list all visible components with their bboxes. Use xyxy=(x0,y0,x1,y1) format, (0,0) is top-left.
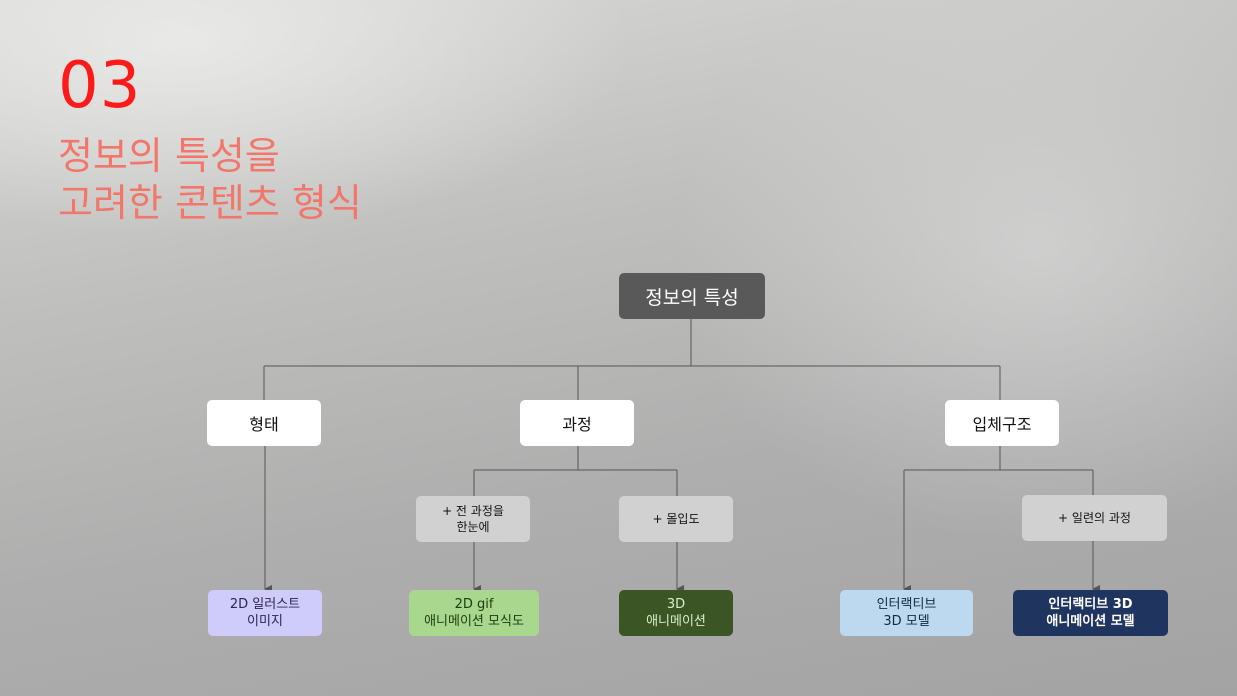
format-label-line-2: 애니메이션 xyxy=(646,614,706,629)
criterion-label-line-2: 한눈에 xyxy=(456,520,490,534)
format-node-interactive-3d-model: 인터랙티브 3D 모델 xyxy=(840,590,973,636)
category-node-3d-structure: 입체구조 xyxy=(945,400,1059,446)
category-label: 과정 xyxy=(562,415,592,434)
criterion-node-whole-process: + 전 과정을 한눈에 xyxy=(416,496,530,542)
criterion-label: + 몰입도 xyxy=(652,512,700,526)
format-label-line-1: 2D 일러스트 xyxy=(229,597,301,612)
format-label-line-2: 애니메이션 모델 xyxy=(1046,614,1135,629)
category-node-form: 형태 xyxy=(207,400,321,446)
criterion-node-series-process: + 일련의 과정 xyxy=(1022,495,1167,541)
format-label-line-1: 인터랙티브 3D xyxy=(1048,597,1133,612)
category-label: 입체구조 xyxy=(972,415,1032,434)
root-node-information-characteristics: 정보의 특성 xyxy=(619,273,765,319)
format-label-line-1: 인터랙티브 xyxy=(876,597,937,612)
format-label-line-1: 2D gif xyxy=(454,597,494,612)
section-title-line-1: 정보의 특성을 xyxy=(58,134,280,178)
format-label-line-2: 애니메이션 모식도 xyxy=(424,614,524,629)
format-node-interactive-3d-animation-model: 인터랙티브 3D 애니메이션 모델 xyxy=(1013,590,1168,636)
criterion-label: + 일련의 과정 xyxy=(1058,511,1131,525)
section-number: 03 xyxy=(58,49,142,123)
format-label-line-2: 3D 모델 xyxy=(883,614,930,629)
format-label-line-2: 이미지 xyxy=(247,614,283,629)
section-title-line-2: 고려한 콘텐츠 형식 xyxy=(58,181,362,225)
format-node-2d-gif: 2D gif 애니메이션 모식도 xyxy=(409,590,539,636)
criterion-node-immersion: + 몰입도 xyxy=(619,496,733,542)
criterion-label-line-1: + 전 과정을 xyxy=(442,504,504,518)
root-node-label: 정보의 특성 xyxy=(645,286,739,309)
category-node-process: 과정 xyxy=(520,400,634,446)
format-node-2d-illustration: 2D 일러스트 이미지 xyxy=(208,590,322,636)
category-label: 형태 xyxy=(249,415,279,434)
format-node-3d-animation: 3D 애니메이션 xyxy=(619,590,733,636)
format-label-line-1: 3D xyxy=(666,597,686,612)
